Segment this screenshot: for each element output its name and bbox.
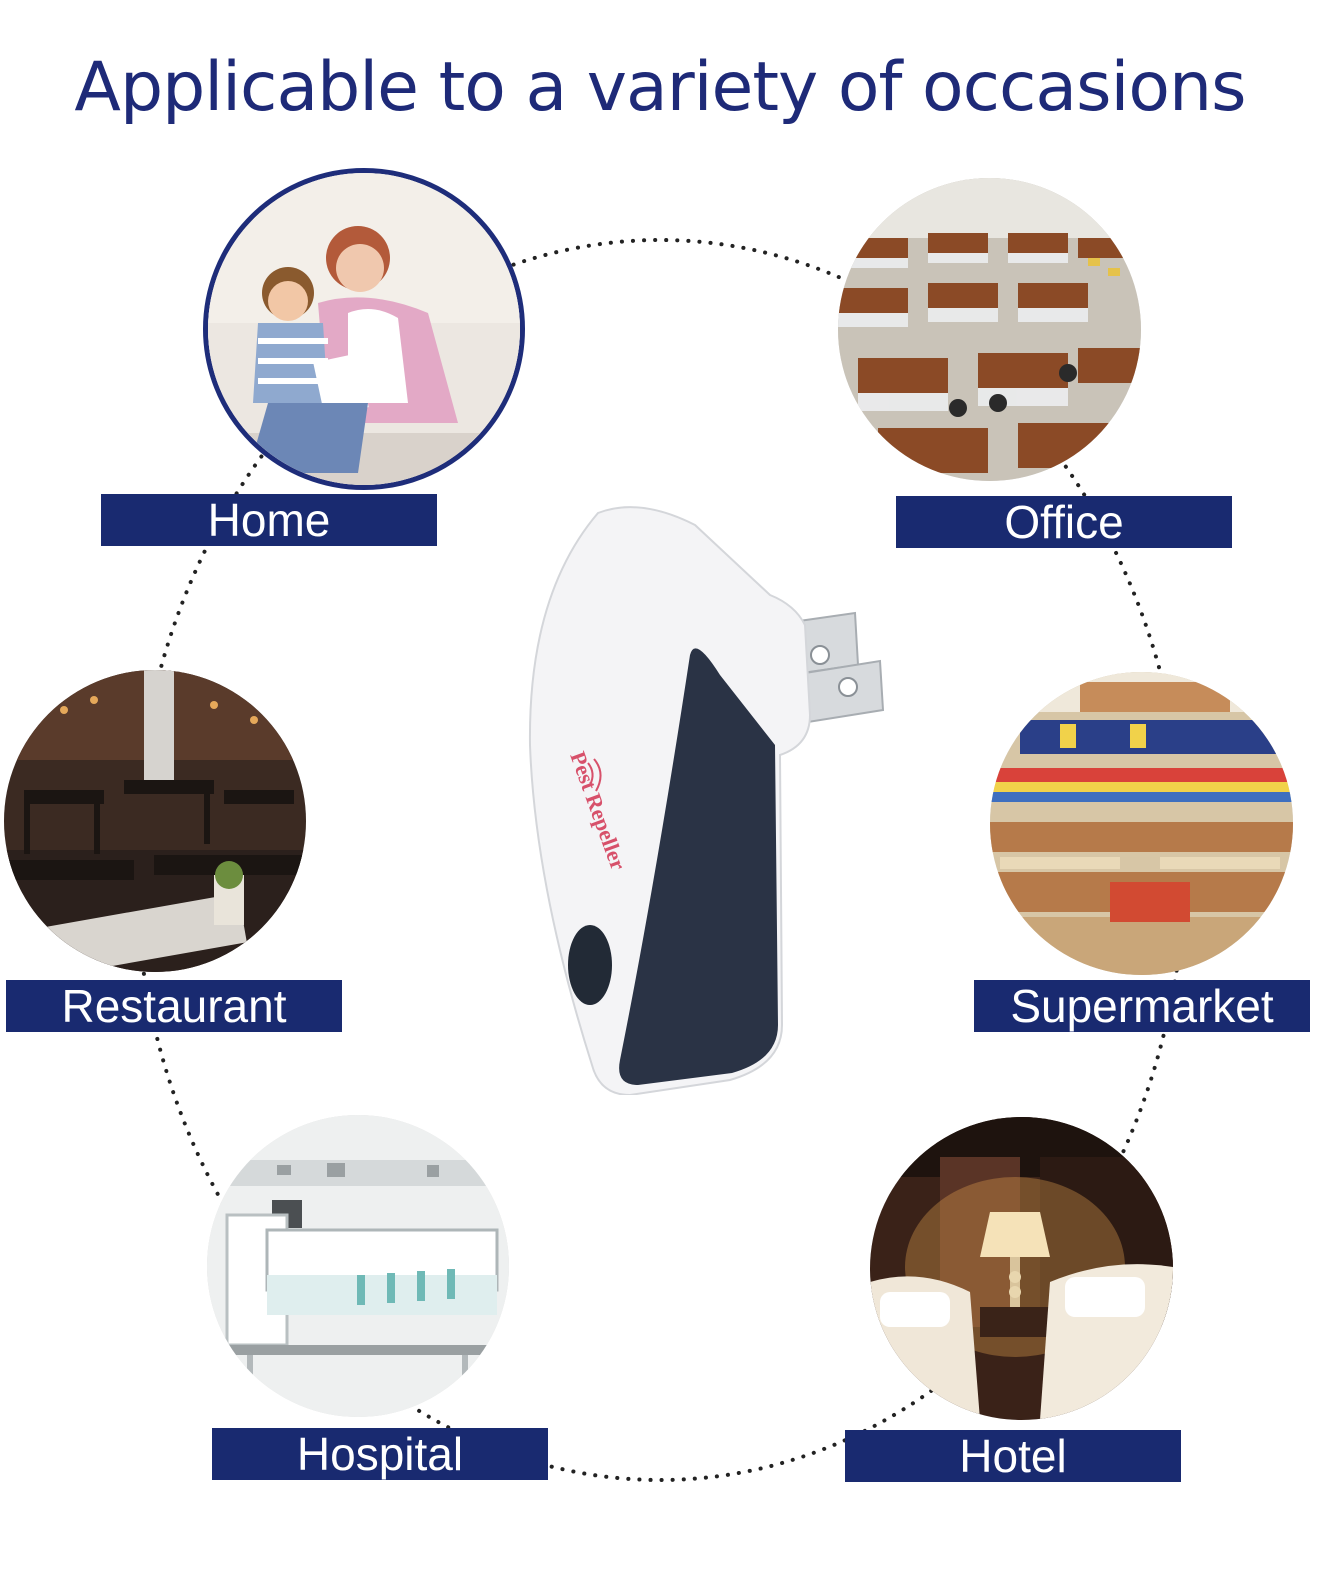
supermarket-aisles-photo <box>990 672 1293 975</box>
office-photo <box>838 178 1141 481</box>
restaurant-tables-photo <box>4 670 306 972</box>
restaurant-photo <box>4 670 306 972</box>
sound-wave-icon <box>587 758 602 792</box>
home-label: Home <box>101 494 437 546</box>
hotel-label: Hotel <box>845 1430 1181 1482</box>
hospital-label: Hospital <box>212 1428 548 1480</box>
restaurant-label: Restaurant <box>6 980 342 1032</box>
office-label: Office <box>896 496 1232 548</box>
office-cubicles-photo <box>838 178 1141 481</box>
hotel-room-photo <box>870 1117 1173 1420</box>
page-title: Applicable to a variety of occasions <box>74 48 1246 127</box>
hospital-photo <box>207 1115 509 1417</box>
home-photo <box>203 168 525 490</box>
supermarket-photo <box>990 672 1293 975</box>
family-on-couch-photo <box>208 173 520 485</box>
supermarket-label: Supermarket <box>974 980 1310 1032</box>
hospital-bed-photo <box>207 1115 509 1417</box>
plug-in-repeller-device: Pest Repeller <box>528 506 885 1095</box>
hotel-photo <box>870 1117 1173 1420</box>
